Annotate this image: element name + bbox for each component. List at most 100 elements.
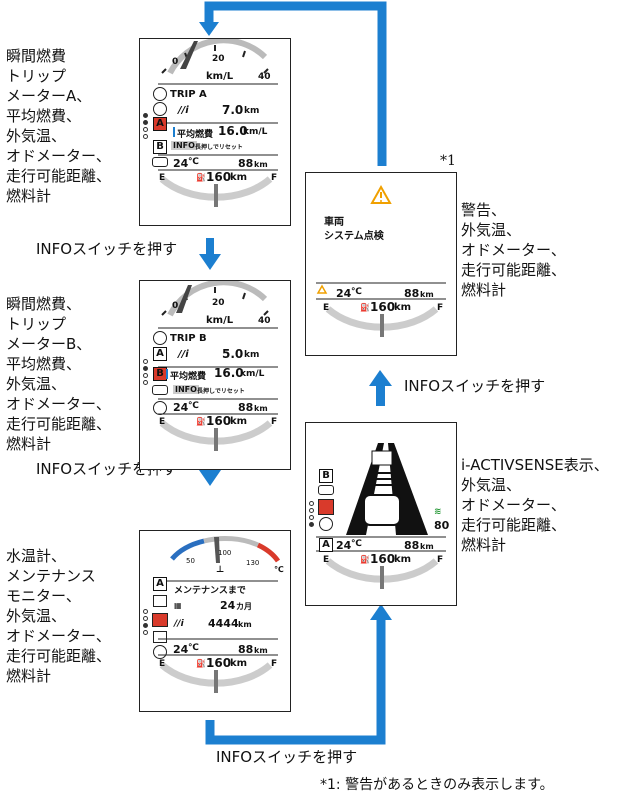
odometer: 88 xyxy=(238,157,254,170)
range-value: 160 xyxy=(206,414,232,428)
label-trip-b: 瞬間燃費、 トリップ メーターB、 平均燃費、 外気温、 オドメーター、 走行可… xyxy=(6,295,112,453)
warning-graphics xyxy=(316,184,446,337)
range-unit: km xyxy=(230,658,248,669)
outside-temp: 24 xyxy=(173,157,189,170)
lead-vehicle-icon xyxy=(371,450,393,466)
trip-b-gauges xyxy=(158,281,278,451)
odometer: 88 xyxy=(238,401,254,414)
car-icon xyxy=(152,385,168,395)
panel-activsense: B A ≋ 80 24 ℃ 88 km E F ⛽ 160 km xyxy=(305,422,457,606)
distance-value: 4444 xyxy=(208,617,239,630)
trip-a-gauges xyxy=(158,39,278,207)
fuel-f: F xyxy=(437,555,444,565)
gauge-min: 0 xyxy=(172,301,179,311)
avg-bar-icon xyxy=(166,369,168,379)
temp-unit: ℃ xyxy=(188,643,199,653)
trip-b-box: B xyxy=(319,469,333,483)
fuel-e: E xyxy=(159,417,166,427)
trip-title: TRIP A xyxy=(170,89,207,100)
car-icon xyxy=(318,485,334,495)
avg-label: 平均燃費 xyxy=(170,372,207,382)
footnote: *1: 警告があるときのみ表示します。 xyxy=(320,777,554,793)
page-dots xyxy=(143,359,148,387)
trip-a-box-selected: A xyxy=(153,117,167,131)
page-dots xyxy=(143,609,148,637)
down-arrow-1-shaft xyxy=(206,238,214,256)
info-text: 長押しでリセット xyxy=(197,388,245,395)
trip-unit: km xyxy=(244,350,260,360)
coolant-needle xyxy=(214,537,220,563)
gauge-icon xyxy=(153,102,167,116)
fuel-f: F xyxy=(271,659,278,669)
trip-icon xyxy=(153,87,167,101)
range-value: 160 xyxy=(206,656,232,670)
bottom-arrow-head xyxy=(370,604,392,620)
warning-line2: システム点検 xyxy=(324,231,384,242)
activsense-icon-selected xyxy=(318,499,334,515)
fuel-e: E xyxy=(323,303,330,313)
panel-trip-b: 0 20 40 km/L A B TRIP B //i 5.0 km 平均燃費 … xyxy=(139,280,291,470)
trip-icon xyxy=(319,517,333,531)
warning-triangle-icon xyxy=(370,184,392,204)
wt-130: 130 xyxy=(246,559,260,567)
gauge-unit: km/L xyxy=(206,71,234,82)
gauge-unit: km/L xyxy=(206,315,234,326)
car-icon xyxy=(152,157,168,167)
trip-a-box: A xyxy=(153,347,167,361)
avg-label: 平均燃費 xyxy=(177,130,214,140)
economy-icon: //i xyxy=(178,349,189,360)
avg-value: 16.0 xyxy=(214,366,244,380)
car-icon xyxy=(153,631,167,643)
fuel-pump-icon: ⛽ xyxy=(360,555,370,564)
range-unit: km xyxy=(394,302,412,313)
trip-b-icon xyxy=(153,595,167,607)
range-value: 160 xyxy=(206,170,232,184)
return-arrow-path xyxy=(204,1,387,166)
lane-assist-icon: ≋ xyxy=(434,507,442,517)
economy-icon: //i xyxy=(178,105,189,116)
warning-line1: 車両 xyxy=(324,217,344,228)
label-warning: 警告、 外気温、 オドメーター、 走行可能距離、 燃料計 xyxy=(461,201,567,299)
trip-icon xyxy=(153,401,167,415)
gauge-mid: 20 xyxy=(212,298,225,308)
calendar-icon: ▦ xyxy=(174,601,182,610)
coolant-hot-arc xyxy=(256,542,281,563)
range-value: 160 xyxy=(370,552,396,566)
wt-100: 100 xyxy=(218,549,232,557)
activsense-graphics xyxy=(316,443,446,589)
odometer: 88 xyxy=(404,287,420,300)
fuel-f: F xyxy=(271,173,278,183)
caption-info-3: INFOスイッチを押す xyxy=(216,748,358,766)
trip-b-box-selected: B xyxy=(153,367,167,381)
range-unit: km xyxy=(394,554,412,565)
coolant-cold-arc xyxy=(170,538,205,561)
info-tag: INFO xyxy=(173,385,199,394)
economy-needle xyxy=(180,41,198,69)
odometer: 88 xyxy=(238,643,254,656)
temp-unit: ℃ xyxy=(188,157,199,167)
fuel-pump-icon: ⛽ xyxy=(360,303,370,312)
trip-unit: km xyxy=(244,106,260,116)
trip-value: 5.0 xyxy=(222,347,244,361)
gauge-min: 0 xyxy=(172,57,179,67)
trip-a-box: A xyxy=(319,538,333,552)
label-activsense: i-ACTIVSENSE表示、 外気温、 オドメーター、 走行可能距離、 燃料計 xyxy=(461,456,609,554)
fuel-pump-icon: ⛽ xyxy=(196,173,206,182)
trip-icon xyxy=(153,645,167,659)
range-value: 160 xyxy=(370,300,396,314)
label-maintenance: 水温計、 メンテナンス モニター、 外気温、 オドメーター、 走行可能距離、 燃… xyxy=(6,547,112,685)
small-warning-icon xyxy=(316,284,328,294)
own-vehicle-icon xyxy=(363,494,401,526)
odometer-unit: km xyxy=(254,646,268,655)
temp-unit: ℃ xyxy=(351,287,362,297)
return-arrow-head xyxy=(199,22,219,36)
panel-maintenance: 50 100 130 ℃ ⊥ A メンテナンスまで ▦ 24 カ月 //i 44… xyxy=(139,530,291,712)
info-text: 長押しでリセット xyxy=(195,144,243,151)
odometer-unit: km xyxy=(420,290,434,299)
caption-info-4: INFOスイッチを押す xyxy=(404,377,546,395)
wt-50: 50 xyxy=(186,557,195,565)
odometer-unit: km xyxy=(420,542,434,551)
panel-trip-a: 0 20 40 km/L A B TRIP A //i 7.0 km 平均燃費 … xyxy=(139,38,291,226)
range-unit: km xyxy=(230,172,248,183)
